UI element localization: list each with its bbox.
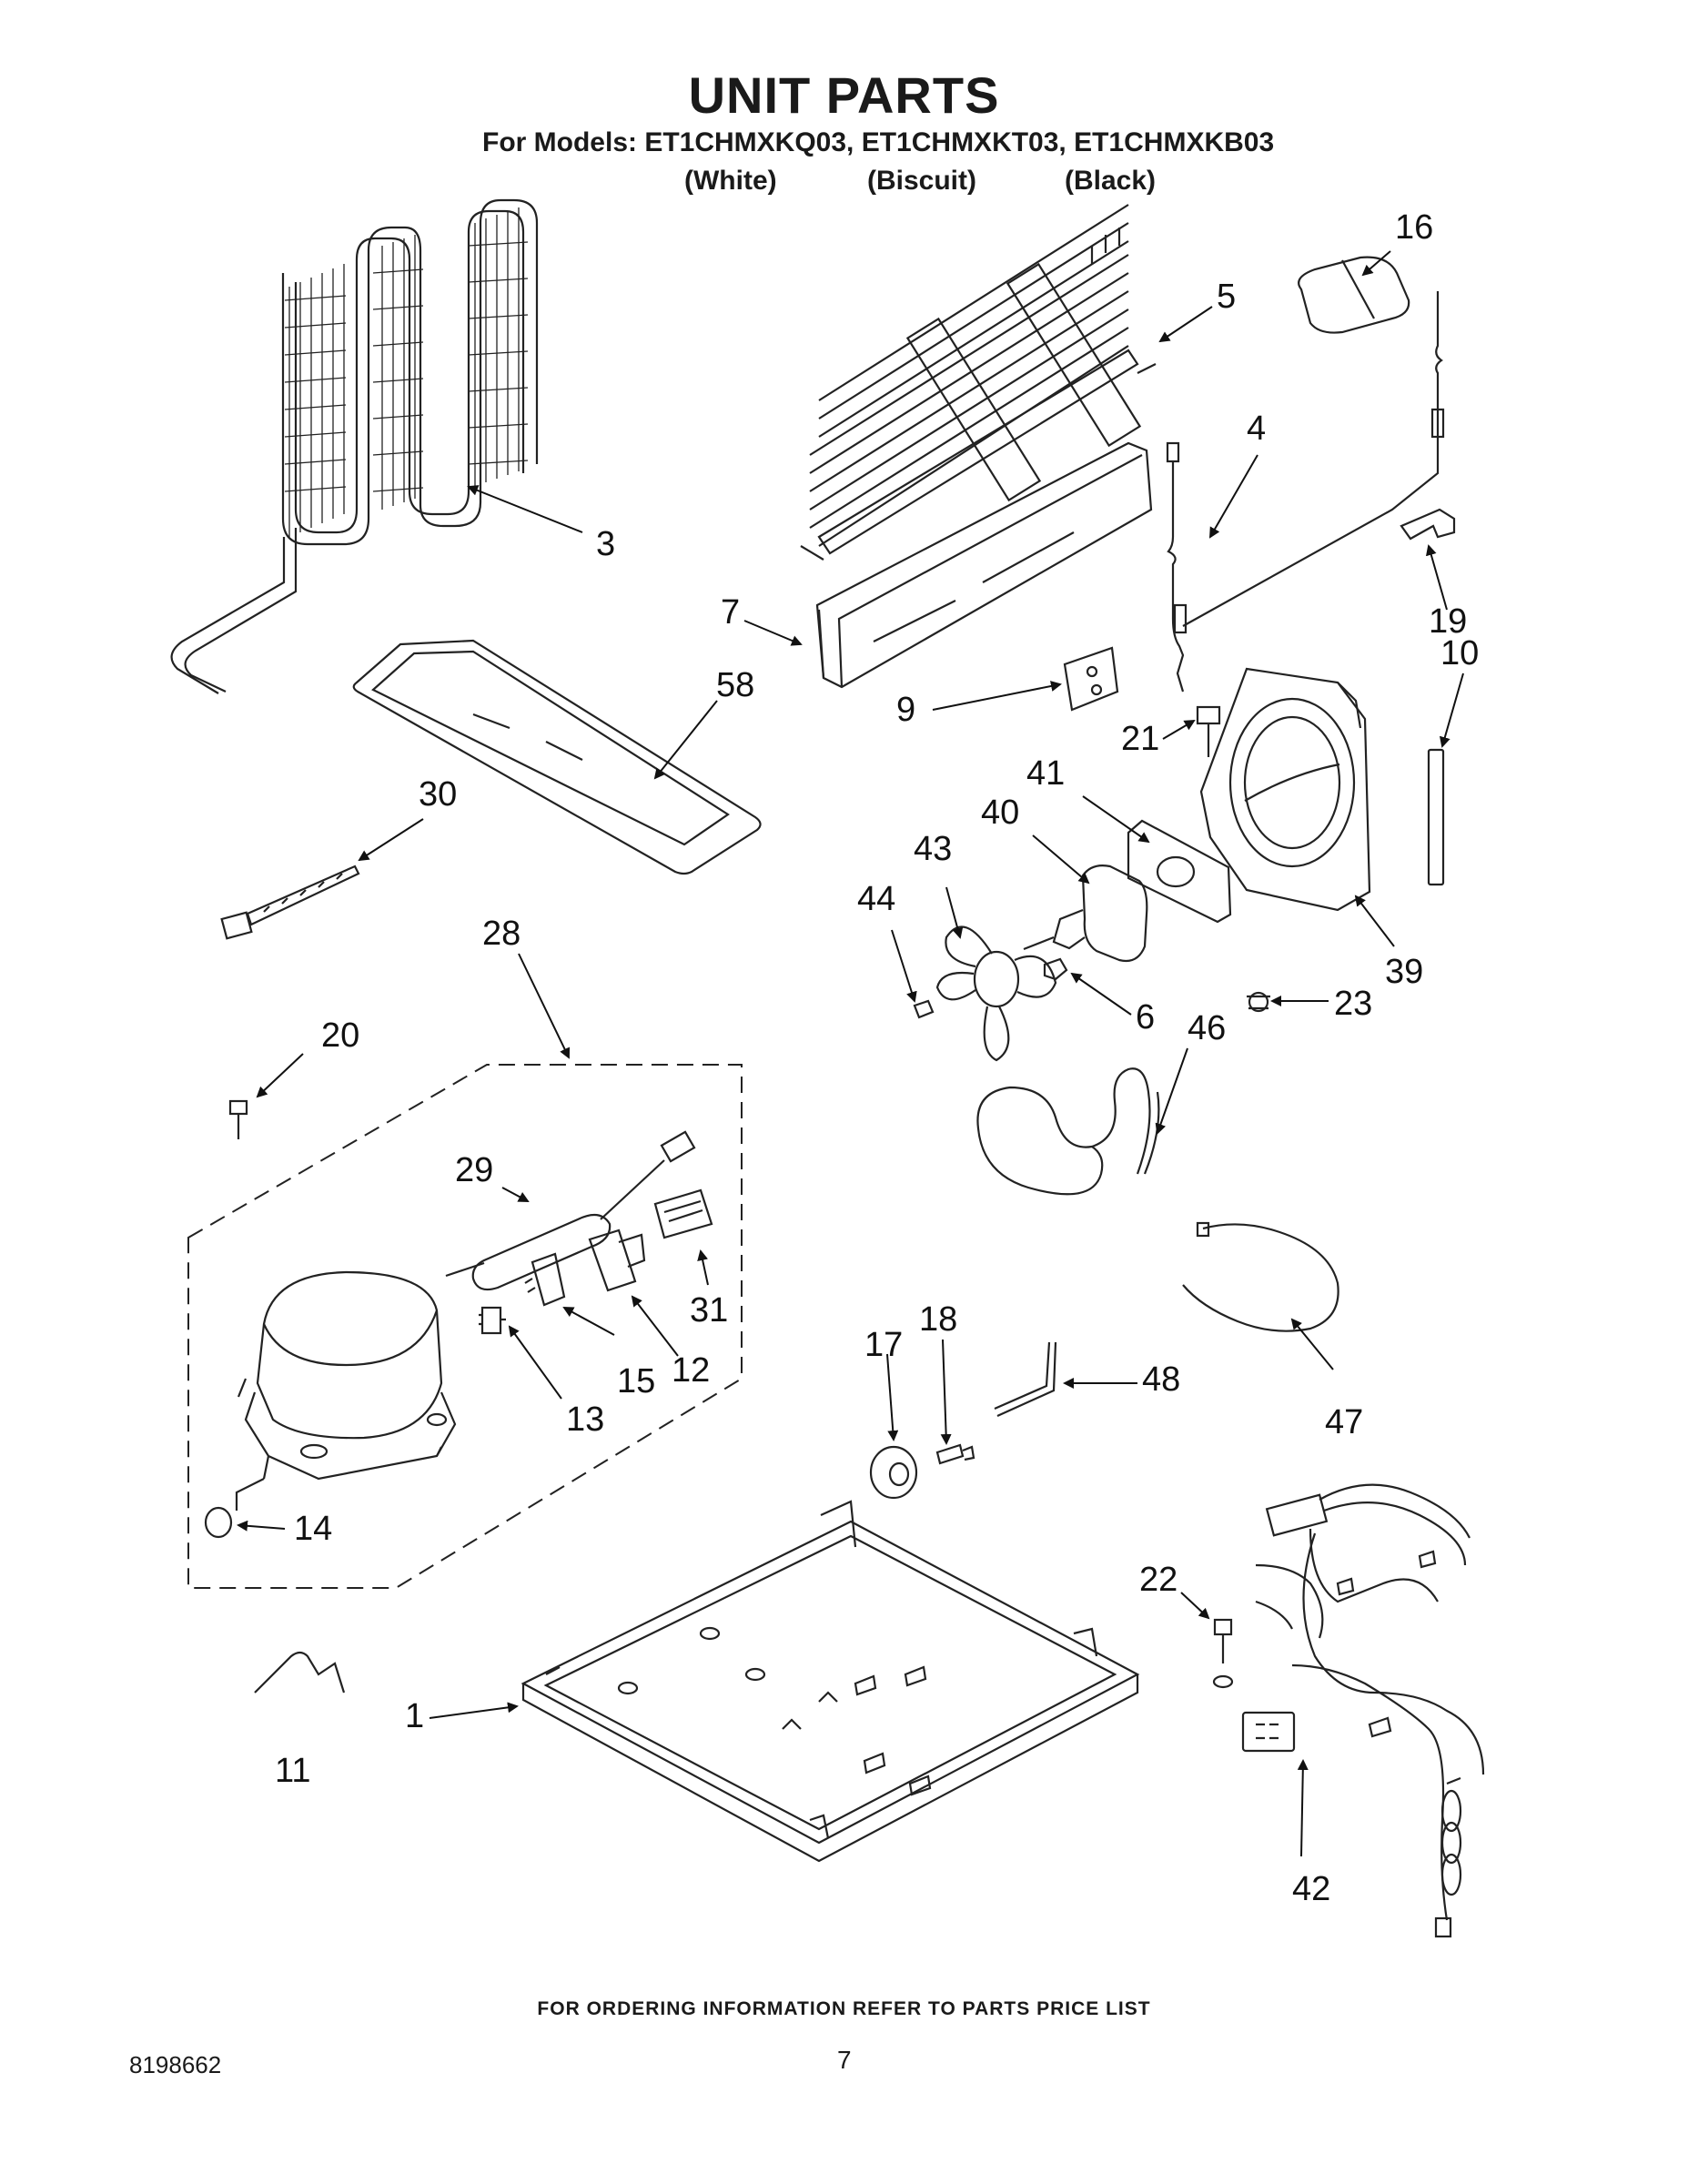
tube-47-drawing: [1182, 1221, 1339, 1332]
nut-6-drawing: [1043, 957, 1068, 981]
callout-31: 31: [690, 1291, 728, 1330]
callout-9: 9: [896, 691, 915, 729]
ordering-note: FOR ORDERING INFORMATION REFER TO PARTS …: [537, 1998, 1151, 2019]
fan-motor-drawing: [1023, 864, 1148, 963]
callout-43: 43: [914, 830, 952, 868]
callout-4: 4: [1247, 410, 1266, 448]
callout-11: 11: [275, 1752, 310, 1790]
screw-20-drawing: [228, 1099, 248, 1139]
callout-15: 15: [617, 1362, 655, 1400]
strip-10-drawing: [1427, 748, 1445, 886]
document-number: 8198662: [129, 2051, 222, 2078]
callout-6: 6: [1136, 998, 1155, 1036]
compressor-assembly-outline: [187, 1064, 743, 1589]
evaporator-cover-drawing: [815, 441, 1153, 689]
bracket-9-drawing: [1063, 646, 1119, 712]
callout-3: 3: [596, 525, 615, 563]
callout-44: 44: [857, 880, 895, 918]
leader-lines: [237, 250, 1464, 1857]
wire-clip-drawing: [254, 1651, 346, 1694]
pin-18-drawing: [935, 1443, 975, 1465]
callout-16: 16: [1395, 208, 1433, 247]
roller-17-drawing: [869, 1445, 918, 1500]
callout-22: 22: [1139, 1561, 1178, 1599]
callout-labels: 16 5 4 3 7 58 19 10 9 21 41 40 30 43 44 …: [275, 208, 1479, 1908]
callout-20: 20: [321, 1016, 359, 1055]
callout-17: 17: [864, 1326, 903, 1364]
callout-28: 28: [482, 915, 521, 953]
drier-29-drawing: [445, 1130, 696, 1291]
callout-58: 58: [716, 666, 754, 704]
retainer-44-drawing: [913, 999, 935, 1019]
relay-13-drawing: [479, 1306, 506, 1335]
fan-shroud-drawing: [1199, 667, 1371, 912]
color-black: (Black): [1065, 166, 1157, 196]
page-number: 7: [837, 2046, 852, 2074]
callout-29: 29: [455, 1151, 493, 1189]
callout-10: 10: [1440, 634, 1479, 672]
cap-16-drawing: [1298, 256, 1410, 334]
sensor-wire-drawing: [1166, 291, 1445, 693]
callout-19: 19: [1429, 602, 1467, 641]
callout-48: 48: [1142, 1360, 1180, 1399]
callout-39: 39: [1385, 953, 1423, 991]
callout-30: 30: [419, 775, 457, 814]
base-frame-drawing: [521, 1500, 1140, 1863]
screw-22-drawing: [1212, 1618, 1234, 1689]
drain-pan-drawing: [352, 639, 762, 875]
fan-blade-drawing: [935, 925, 1057, 1062]
drain-tube-drawing: [976, 1067, 1160, 1196]
cable-tie-drawing: [220, 864, 360, 940]
color-white: (White): [684, 166, 777, 196]
clip-19-drawing: [1400, 508, 1456, 541]
overload-12-drawing: [588, 1228, 646, 1292]
condenser-coil-drawing: [170, 198, 539, 694]
relay-15-drawing: [524, 1252, 566, 1307]
callout-47: 47: [1325, 1403, 1363, 1441]
callout-13: 13: [566, 1400, 604, 1439]
compressor-drawing: [204, 1270, 457, 1539]
callout-18: 18: [919, 1300, 957, 1339]
callout-14: 14: [294, 1510, 332, 1548]
callout-46: 46: [1188, 1009, 1226, 1047]
cover-31-drawing: [653, 1188, 713, 1239]
callout-23: 23: [1334, 985, 1372, 1023]
callout-1: 1: [405, 1697, 424, 1735]
callout-7: 7: [721, 593, 740, 632]
color-biscuit: (Biscuit): [867, 166, 976, 196]
callout-42: 42: [1292, 1870, 1330, 1908]
screw-21-drawing: [1196, 705, 1221, 757]
tube-48-drawing: [994, 1341, 1057, 1418]
callout-5: 5: [1217, 278, 1236, 316]
callout-21: 21: [1121, 720, 1159, 758]
motor-plate-drawing: [1127, 819, 1232, 924]
callout-40: 40: [981, 794, 1019, 832]
page-title: UNIT PARTS: [688, 66, 1000, 124]
callout-12: 12: [672, 1351, 710, 1390]
evaporator-drawing: [800, 204, 1157, 561]
grommet-23-drawing: [1247, 991, 1270, 1013]
wiring-harness-drawing: [1241, 1483, 1485, 1938]
callout-41: 41: [1026, 754, 1065, 793]
models-line: For Models: ET1CHMXKQ03, ET1CHMXKT03, ET…: [482, 127, 1275, 157]
